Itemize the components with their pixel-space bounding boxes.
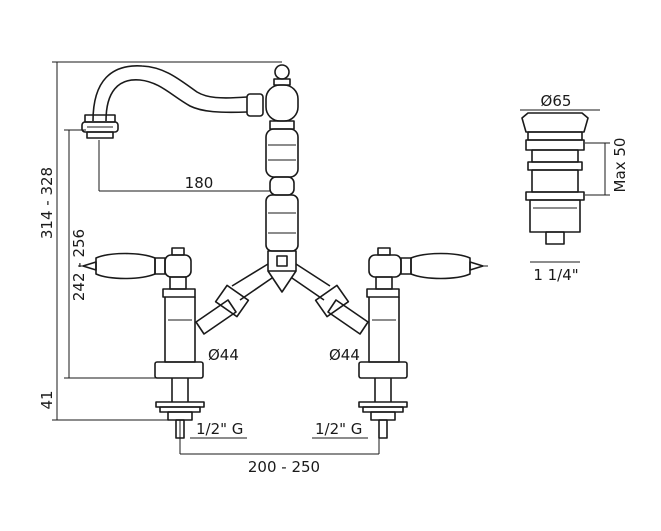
right-thread-label: 1/2" G (315, 420, 362, 438)
left-handle-diameter-label: Ø44 (208, 346, 239, 364)
bridge-arms (195, 263, 369, 335)
spout-reach-label: 180 (185, 174, 214, 192)
waste-max-height-label: Max 50 (611, 138, 629, 193)
base-height-label: 41 (38, 390, 56, 409)
right-valve (358, 247, 488, 439)
waste-diameter-label: Ø65 (541, 92, 572, 110)
dimension-labels: 314 - 328 242 - 256 41 180 Ø44 Ø44 1/2" … (38, 92, 629, 476)
central-body (265, 64, 299, 293)
right-handle-diameter-label: Ø44 (329, 346, 360, 364)
spout (81, 65, 264, 139)
centers-label: 200 - 250 (248, 458, 320, 476)
body-height-label: 242 - 256 (70, 229, 88, 301)
left-thread-label: 1/2" G (196, 420, 243, 438)
left-valve (78, 247, 205, 439)
total-height-label: 314 - 328 (38, 167, 56, 239)
dimension-lines (52, 61, 610, 455)
waste-thread-label: 1 1/4" (533, 266, 578, 284)
waste-fitting (521, 112, 589, 245)
